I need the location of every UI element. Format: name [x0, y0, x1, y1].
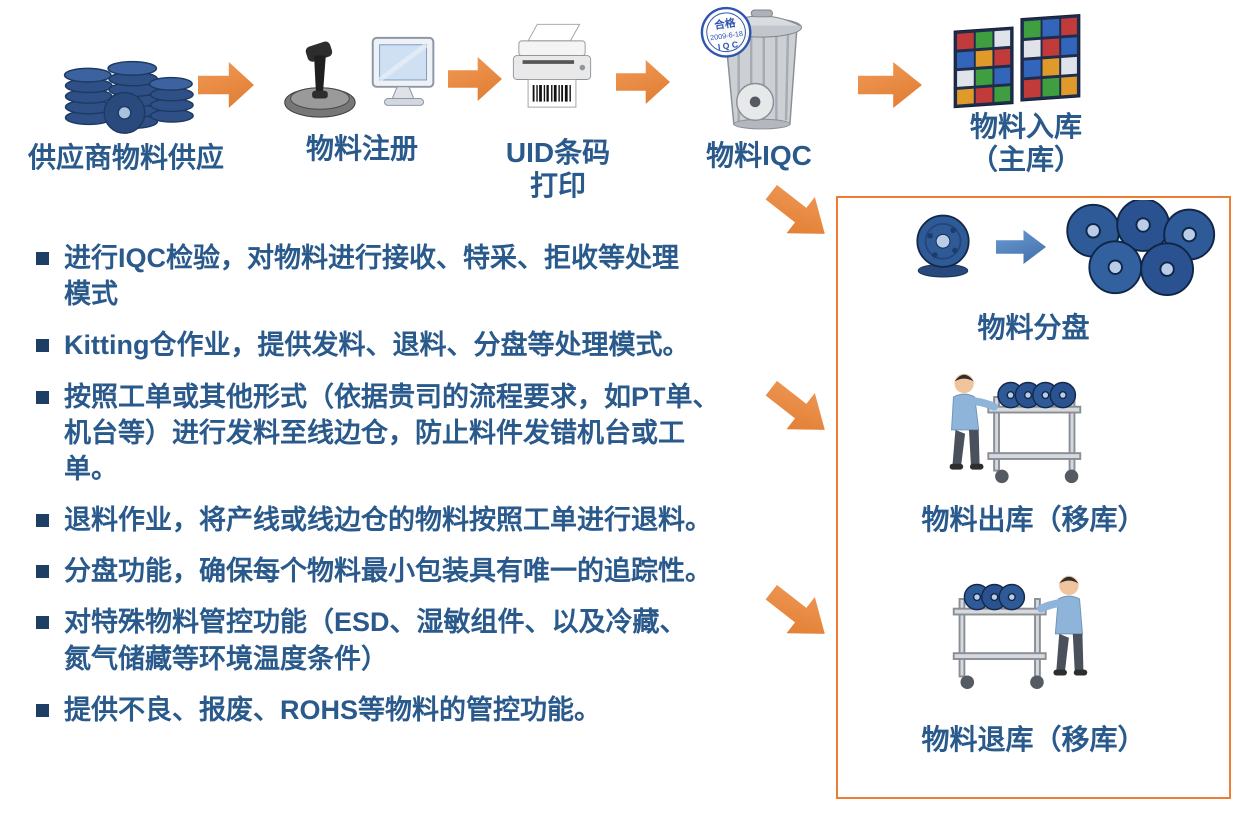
feature-list: 进行IQC检验，对物料进行接收、特采、拒收等处理 模式 Kitting仓作业，提…	[36, 240, 796, 743]
flow-arrow-4	[858, 62, 922, 108]
warehouse-ops-panel: 物料分盘	[836, 196, 1231, 799]
bullet-text: 按照工单或其他形式（依据贵司的流程要求，如PT单、 机台等）进行发料至线边仓，防…	[64, 381, 720, 484]
list-item: 退料作业，将产线或线边仓的物料按照工单进行退料。	[36, 502, 796, 538]
stamp-line1: 合格	[713, 16, 737, 32]
flow-arrow-2	[448, 57, 502, 101]
bullet-square-icon	[36, 565, 49, 579]
bullet-square-icon	[36, 252, 49, 265]
iqc-stamp-icon: 合格 2009-6-18 I Q C	[700, 6, 752, 58]
bullet-text: 进行IQC检验，对物料进行接收、特采、拒收等处理 模式	[64, 243, 680, 310]
flow-step-label-supply: 供应商物料供应	[27, 142, 224, 173]
flow-step-label-inbound: 物料入库 （主库）	[969, 111, 1082, 176]
return-cart-icon	[946, 556, 1096, 707]
bullet-text: 对特殊物料管控功能（ESD、湿敏组件、以及冷藏、 氮气储藏等环境温度条件）	[64, 607, 687, 674]
bullet-square-icon	[36, 390, 49, 404]
list-item: Kitting仓作业，提供发料、退料、分盘等处理模式。	[36, 327, 796, 363]
split-arrow-icon	[996, 230, 1046, 264]
panel-label-split: 物料分盘	[977, 312, 1090, 343]
barcode-printer-icon	[506, 20, 598, 133]
single-reel-icon	[910, 210, 976, 283]
warehouse-racks-icon	[948, 6, 1086, 121]
list-item: 提供不良、报废、ROHS等物料的管控功能。	[36, 692, 796, 728]
flow-step-label-uid-print: UID条码 打印	[505, 137, 611, 202]
bullet-text: 提供不良、报废、ROHS等物料的管控功能。	[64, 694, 602, 725]
list-item: 按照工单或其他形式（依据贵司的流程要求，如PT单、 机台等）进行发料至线边仓，防…	[36, 379, 796, 488]
bullet-square-icon	[36, 703, 49, 717]
list-item: 分盘功能，确保每个物料最小包装具有唯一的追踪性。	[36, 553, 796, 589]
material-register-icon	[282, 34, 440, 127]
iqc-bin-icon: 合格 2009-6-18 I Q C	[700, 2, 816, 141]
bullet-text: 退料作业，将产线或线边仓的物料按照工单进行退料。	[64, 505, 712, 536]
flow-arrow-3	[616, 60, 670, 104]
supplier-reels-icon	[52, 20, 197, 143]
panel-label-return: 物料退库（移库）	[921, 724, 1146, 755]
bullet-square-icon	[36, 616, 49, 630]
flow-arrow-1	[198, 62, 254, 108]
stamp-line3: I Q C	[717, 39, 739, 52]
reel-cluster-icon	[1050, 198, 1218, 303]
bullet-text: Kitting仓作业，提供发料、退料、分盘等处理模式。	[64, 330, 690, 361]
list-item: 对特殊物料管控功能（ESD、湿敏组件、以及冷藏、 氮气储藏等环境温度条件）	[36, 604, 796, 676]
panel-label-outbound: 物料出库（移库）	[921, 504, 1146, 535]
flow-step-label-iqc: 物料IQC	[706, 140, 812, 171]
outbound-cart-icon	[938, 364, 1088, 497]
bullet-square-icon	[36, 339, 49, 353]
flow-step-label-register: 物料注册	[305, 133, 418, 164]
bullet-text: 分盘功能，确保每个物料最小包装具有唯一的追踪性。	[64, 556, 712, 587]
bullet-square-icon	[36, 514, 49, 528]
list-item: 进行IQC检验，对物料进行接收、特采、拒收等处理 模式	[36, 240, 796, 312]
